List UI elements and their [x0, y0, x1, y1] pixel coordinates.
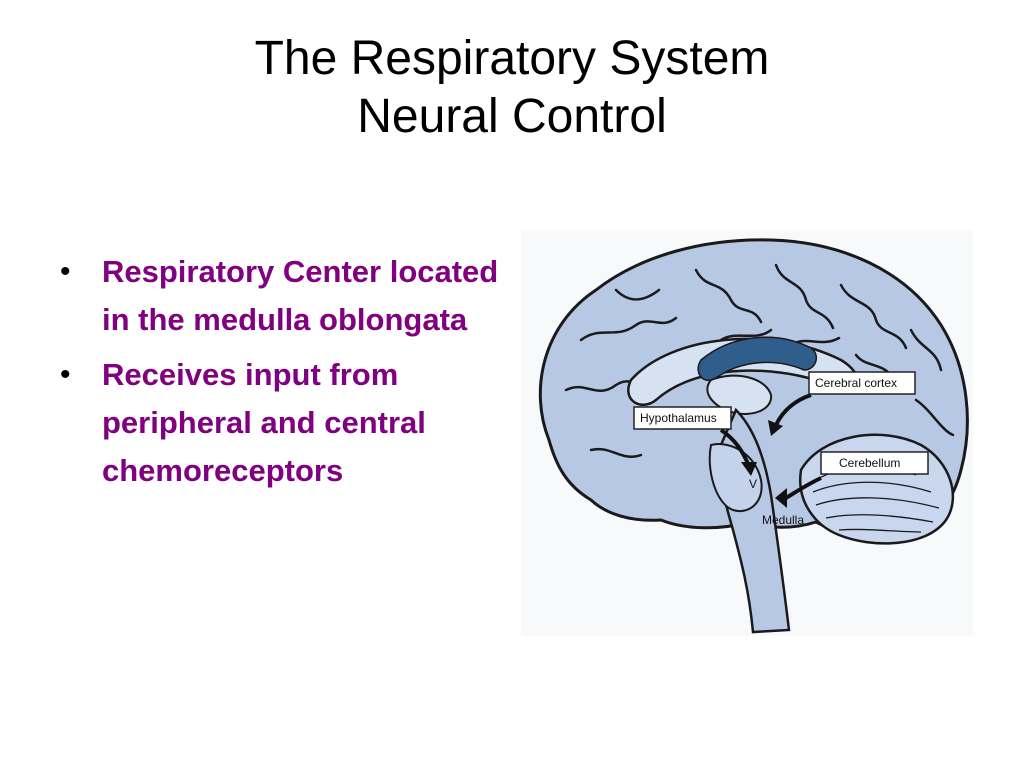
- medulla-label: Medulla: [762, 513, 804, 527]
- bullet-list: • Respiratory Center located in the medu…: [60, 248, 500, 502]
- arrow-cortex: [768, 393, 812, 436]
- hypothalamus-label-box: [633, 406, 732, 430]
- arrow-cerebellum: [775, 476, 822, 508]
- bullet-dot-icon: •: [60, 255, 71, 288]
- cerebellum-label-box: [820, 451, 929, 475]
- slide-title: The Respiratory System Neural Control: [0, 30, 1024, 146]
- bullet-text: Receives input from peripheral and centr…: [102, 357, 426, 488]
- cerebellum-label: Cerebellum: [839, 456, 900, 470]
- brain-illustration: V Cerebral cortex Hypothalamus Cerebellu…: [538, 238, 969, 634]
- bullet-item: • Receives input from peripheral and cen…: [60, 351, 500, 495]
- thalamus-shape: [706, 374, 773, 415]
- hypothalamus-label: Hypothalamus: [640, 411, 717, 425]
- v-mark-label: V: [749, 477, 757, 491]
- arrow-hypothalamus: [719, 428, 757, 476]
- cerebral-cortex-label-box: [808, 371, 916, 395]
- title-line-2: Neural Control: [357, 90, 667, 143]
- bullet-item: • Respiratory Center located in the medu…: [60, 248, 500, 344]
- bullet-dot-icon: •: [60, 358, 71, 391]
- title-line-1: The Respiratory System: [254, 32, 770, 85]
- cerebral-cortex-label: Cerebral cortex: [815, 376, 897, 390]
- bullet-text: Respiratory Center located in the medull…: [102, 254, 499, 337]
- brain-diagram: V Cerebral cortex Hypothalamus Cerebellu…: [521, 230, 973, 636]
